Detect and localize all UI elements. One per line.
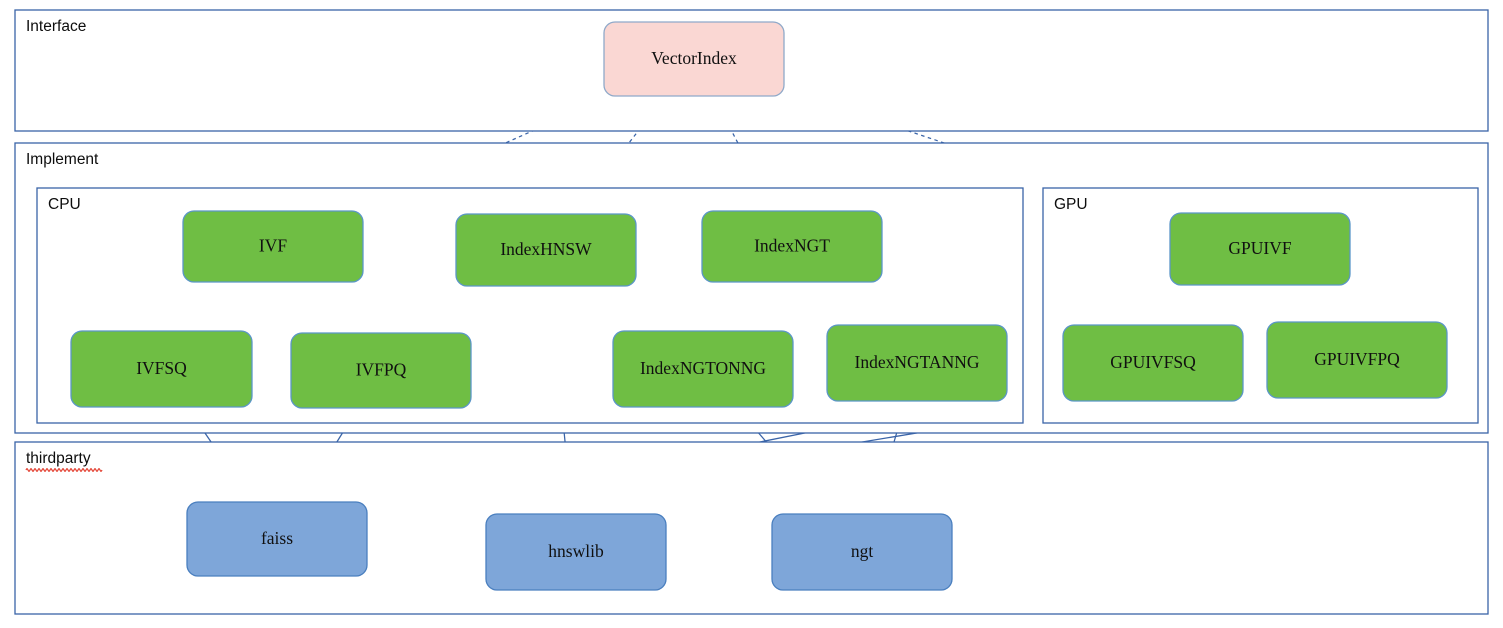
node-label-ivfpq: IVFPQ bbox=[356, 360, 407, 380]
node-shape-hnswlib[interactable] bbox=[485, 513, 667, 591]
node-shape-gpuivf[interactable] bbox=[1169, 212, 1351, 286]
node-label-indexngtanng: IndexNGTANNG bbox=[855, 352, 980, 372]
node-ivfsq[interactable]: IVFSQ bbox=[70, 330, 253, 408]
node-label-gpuivfsq: GPUIVFSQ bbox=[1110, 352, 1196, 372]
node-shape-ivfpq[interactable] bbox=[290, 332, 472, 409]
node-indexngtanng[interactable]: IndexNGTANNG bbox=[826, 324, 1008, 402]
node-shape-gpuivfsq[interactable] bbox=[1062, 324, 1244, 402]
node-label-indexngt: IndexNGT bbox=[754, 236, 830, 256]
group-label-interface: Interface bbox=[26, 18, 86, 35]
node-label-ngt: ngt bbox=[851, 541, 874, 561]
node-shape-faiss[interactable] bbox=[186, 501, 368, 577]
group-label-cpu: CPU bbox=[48, 196, 81, 213]
node-hnswlib[interactable]: hnswlib bbox=[485, 513, 667, 591]
spellcheck-underline-thirdparty bbox=[25, 468, 103, 472]
node-label-indexngtonng: IndexNGTONNG bbox=[640, 358, 766, 378]
node-label-ivf: IVF bbox=[259, 236, 287, 256]
node-label-ivfsq: IVFSQ bbox=[136, 358, 187, 378]
node-indexhnsw[interactable]: IndexHNSW bbox=[455, 213, 637, 287]
node-label-gpuivf: GPUIVF bbox=[1228, 238, 1291, 258]
node-indexngt[interactable]: IndexNGT bbox=[701, 210, 883, 283]
node-ivf[interactable]: IVF bbox=[182, 210, 364, 283]
group-label-thirdparty: thirdparty bbox=[26, 450, 91, 467]
node-ivfpq[interactable]: IVFPQ bbox=[290, 332, 472, 409]
node-shape-indexngtanng[interactable] bbox=[826, 324, 1008, 402]
node-label-faiss: faiss bbox=[261, 528, 293, 548]
node-shape-ngt[interactable] bbox=[771, 513, 953, 591]
node-shape-vectorindex[interactable] bbox=[603, 21, 785, 97]
node-indexngtonng[interactable]: IndexNGTONNG bbox=[612, 330, 794, 408]
node-gpuivf[interactable]: GPUIVF bbox=[1169, 212, 1351, 286]
node-shape-indexngt[interactable] bbox=[701, 210, 883, 283]
node-faiss[interactable]: faiss bbox=[186, 501, 368, 577]
node-ngt[interactable]: ngt bbox=[771, 513, 953, 591]
node-shape-gpuivfpq[interactable] bbox=[1266, 321, 1448, 399]
node-vectorindex[interactable]: VectorIndex bbox=[603, 21, 785, 97]
node-label-vectorindex: VectorIndex bbox=[651, 48, 737, 68]
group-label-implement: Implement bbox=[26, 151, 99, 168]
node-shape-indexhnsw[interactable] bbox=[455, 213, 637, 287]
node-shape-ivf[interactable] bbox=[182, 210, 364, 283]
node-shape-ivfsq[interactable] bbox=[70, 330, 253, 408]
node-shape-indexngtonng[interactable] bbox=[612, 330, 794, 408]
node-gpuivfpq[interactable]: GPUIVFPQ bbox=[1266, 321, 1448, 399]
node-gpuivfsq[interactable]: GPUIVFSQ bbox=[1062, 324, 1244, 402]
group-label-gpu: GPU bbox=[1054, 196, 1088, 213]
node-label-gpuivfpq: GPUIVFPQ bbox=[1314, 349, 1400, 369]
node-label-indexhnsw: IndexHNSW bbox=[500, 239, 592, 259]
node-label-hnswlib: hnswlib bbox=[548, 541, 604, 561]
